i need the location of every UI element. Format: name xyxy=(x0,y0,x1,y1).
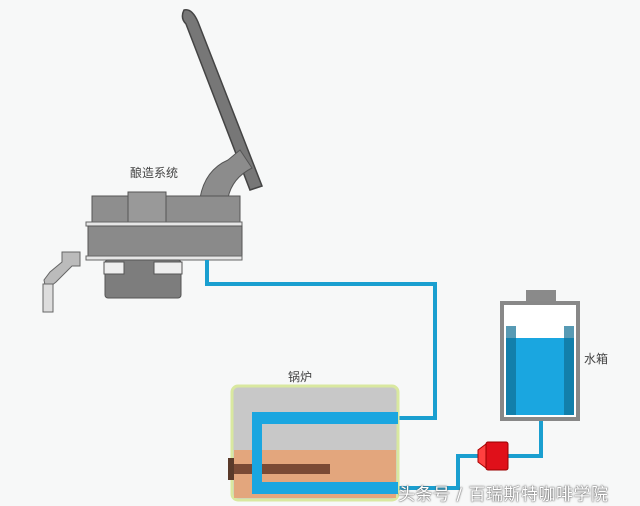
water-pump xyxy=(477,441,509,471)
brewing-system-label: 酿造系统 xyxy=(130,166,179,180)
boiler-label: 锅炉 xyxy=(288,370,313,384)
water-tank-label: 水箱 xyxy=(584,352,609,366)
water-tank xyxy=(500,290,580,421)
lever-handle xyxy=(181,9,263,199)
brewing-group xyxy=(42,191,243,313)
watermark: 头条号 / 百瑞斯特咖啡学院 xyxy=(398,485,609,505)
boiler xyxy=(228,384,400,502)
pipes xyxy=(205,260,543,490)
